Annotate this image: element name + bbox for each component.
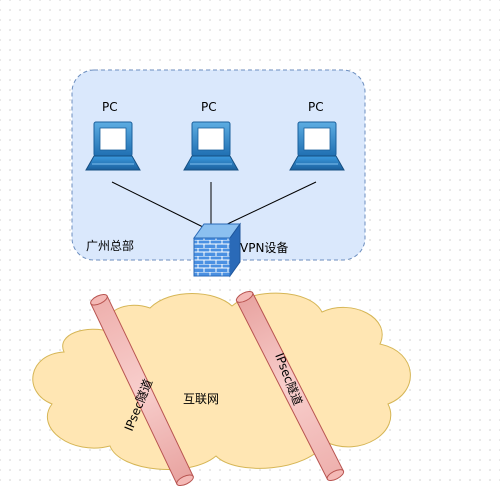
tunnel-end xyxy=(90,293,108,306)
laptop-icon xyxy=(85,121,141,171)
pc-node-3[interactable]: PC xyxy=(289,100,345,171)
pc-label-2: PC xyxy=(201,100,217,114)
cloud-shape[interactable] xyxy=(32,292,411,470)
ipsec-tunnel-left[interactable] xyxy=(89,292,195,487)
firewall-icon xyxy=(193,222,241,278)
laptop-icon xyxy=(183,121,239,171)
pc-link-right xyxy=(218,181,317,229)
ipsec-tunnel-right[interactable] xyxy=(235,289,345,483)
internet-cloud[interactable]: 互联网 xyxy=(32,292,411,470)
tunnel-end xyxy=(326,469,345,482)
tunnel-end xyxy=(235,290,254,303)
pc-label-1: PC xyxy=(102,100,118,114)
tunnel-end xyxy=(176,474,194,487)
internet-label: 互联网 xyxy=(183,392,219,406)
pc-label-3: PC xyxy=(308,100,324,114)
vpn-device[interactable]: VPN设备 xyxy=(193,222,288,278)
hq-label: 广州总部 xyxy=(86,238,134,253)
pc-links xyxy=(111,181,317,229)
vpn-device-label: VPN设备 xyxy=(240,241,288,255)
pc-node-2[interactable]: PC xyxy=(183,100,239,171)
laptop-icon xyxy=(289,121,345,171)
pc-link-left xyxy=(111,181,206,229)
pc-node-1[interactable]: PC xyxy=(85,100,141,171)
